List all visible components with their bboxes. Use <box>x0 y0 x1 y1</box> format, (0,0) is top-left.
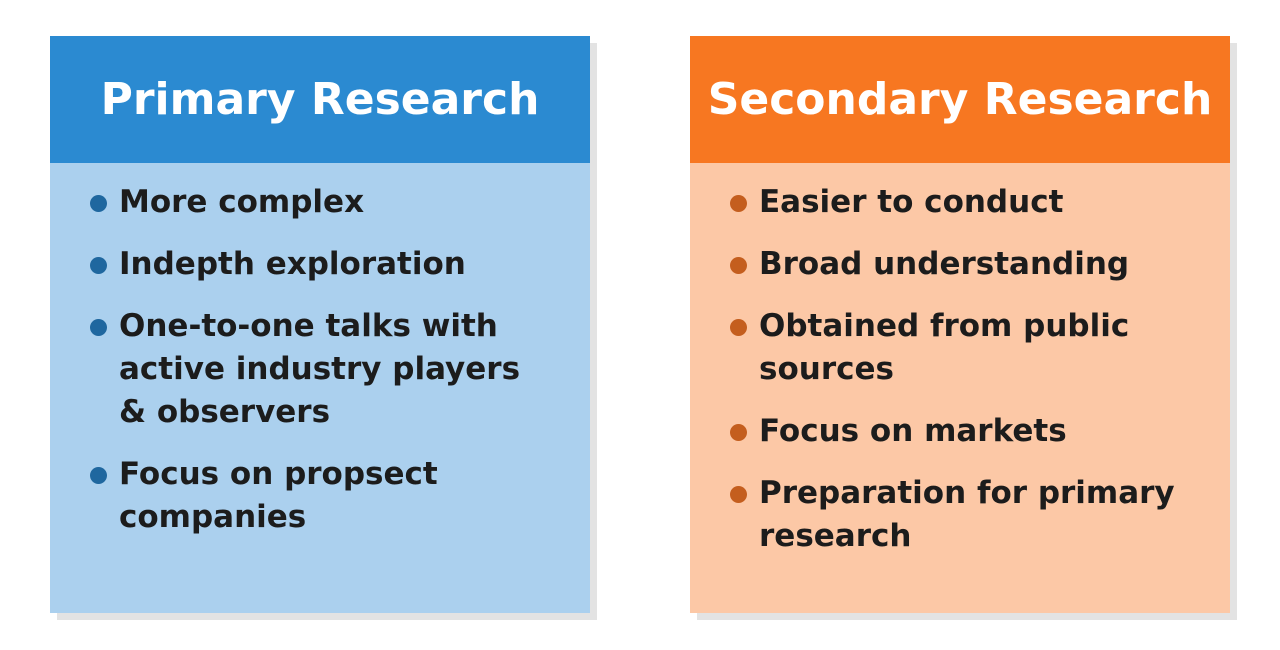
panel-card: Primary Research More complex Indepth ex… <box>50 36 590 613</box>
list-item-text: Indepth exploration <box>119 246 466 282</box>
list-item: Obtained from public sources <box>730 305 1159 391</box>
list-item: Broad understanding <box>730 243 1210 286</box>
list-item-text: One-to-one talks with active industry pl… <box>119 308 521 430</box>
bullet-icon <box>730 424 747 441</box>
bullet-icon <box>730 195 747 212</box>
list-item-text: Focus on propsect companies <box>119 456 438 535</box>
bullet-list: Easier to conduct Broad understanding Ob… <box>730 181 1210 577</box>
bullet-icon <box>90 467 107 484</box>
primary-research-panel: Primary Research More complex Indepth ex… <box>50 36 597 620</box>
list-item-text: More complex <box>119 184 365 220</box>
panel-body: Easier to conduct Broad understanding Ob… <box>690 163 1230 613</box>
panel-body: More complex Indepth exploration One-to-… <box>50 163 590 613</box>
list-item: Focus on propsect companies <box>90 453 459 539</box>
bullet-icon <box>90 195 107 212</box>
list-item: More complex <box>90 181 570 224</box>
list-item: Easier to conduct <box>730 181 1210 224</box>
panel-card: Secondary Research Easier to conduct Bro… <box>690 36 1230 613</box>
list-item-text: Broad understanding <box>759 246 1130 282</box>
list-item-text: Preparation for primary research <box>759 475 1175 554</box>
list-item: Focus on markets <box>730 410 1210 453</box>
bullet-icon <box>730 319 747 336</box>
bullet-icon <box>90 257 107 274</box>
list-item-text: Easier to conduct <box>759 184 1064 220</box>
panel-title: Secondary Research <box>690 36 1230 163</box>
list-item-text: Obtained from public sources <box>759 308 1130 387</box>
panel-title: Primary Research <box>50 36 590 163</box>
bullet-icon <box>90 319 107 336</box>
bullet-icon <box>730 486 747 503</box>
bullet-list: More complex Indepth exploration One-to-… <box>90 181 570 558</box>
list-item: Preparation for primary research <box>730 472 1219 558</box>
secondary-research-panel: Secondary Research Easier to conduct Bro… <box>690 36 1237 620</box>
list-item-text: Focus on markets <box>759 413 1067 449</box>
list-item: One-to-one talks with active industry pl… <box>90 305 539 434</box>
bullet-icon <box>730 257 747 274</box>
list-item: Indepth exploration <box>90 243 570 286</box>
